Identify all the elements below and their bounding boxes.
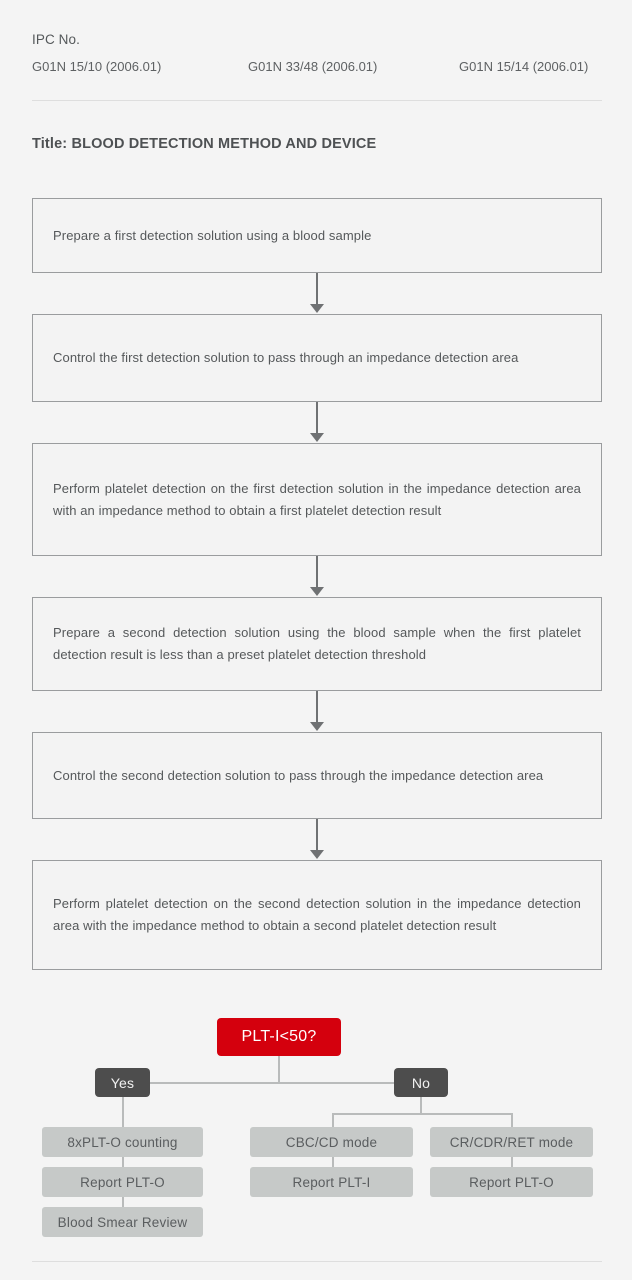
- tree-connector-bus: [122, 1082, 422, 1084]
- tree-connector-no-left: [332, 1113, 334, 1127]
- ipc-code-3: G01N 15/14 (2006.01): [459, 59, 589, 74]
- footer-divider: [32, 1261, 602, 1262]
- flow-arrow-4: [32, 691, 602, 732]
- tree-connector-yes: [122, 1097, 124, 1127]
- decision-node-root-label: PLT-I<50?: [241, 1028, 317, 1045]
- ipc-code-2: G01N 33/48 (2006.01): [248, 59, 378, 74]
- tree-connector-root: [278, 1056, 280, 1083]
- ipc-code-1: G01N 15/10 (2006.01): [32, 59, 162, 74]
- arrow-head-icon: [310, 722, 324, 731]
- tree-connector-yes-1-2: [122, 1157, 124, 1168]
- arrow-stem: [316, 402, 318, 435]
- arrow-stem: [316, 819, 318, 852]
- flow-step-2-text: Control the first detection solution to …: [53, 350, 519, 365]
- header-divider: [32, 100, 602, 101]
- decision-node-root[interactable]: PLT-I<50?: [217, 1018, 341, 1056]
- result-node-no-right-2-label: Report PLT-O: [469, 1174, 554, 1190]
- ipc-label: IPC No.: [32, 32, 80, 47]
- branch-node-yes-label: Yes: [110, 1074, 135, 1091]
- result-node-no-right-1[interactable]: CR/CDR/RET mode: [430, 1127, 593, 1157]
- tree-connector-no-right: [511, 1113, 513, 1127]
- flow-step-5-text: Control the second detection solution to…: [53, 767, 544, 783]
- result-node-yes-1-label: 8xPLT-O counting: [67, 1134, 178, 1150]
- tree-connector-no-right-1-2: [511, 1157, 513, 1168]
- result-node-yes-3-label: Blood Smear Review: [57, 1214, 188, 1230]
- decision-tree: PLT-I<50? Yes No 8xPLT-O counting Report…: [0, 1005, 632, 1255]
- flow-step-1-text: Prepare a first detection solution using…: [53, 227, 372, 243]
- tree-connector-no-bus: [332, 1113, 512, 1115]
- flow-arrow-2: [32, 402, 602, 443]
- result-node-no-right-2[interactable]: Report PLT-O: [430, 1167, 593, 1197]
- flow-step-3: Perform platelet detection on the first …: [32, 443, 602, 556]
- flow-step-2: Control the first detection solution to …: [32, 314, 602, 402]
- result-node-no-left-2[interactable]: Report PLT-I: [250, 1167, 413, 1197]
- result-node-no-left-1[interactable]: CBC/CD mode: [250, 1127, 413, 1157]
- tree-connector-yes-2-3: [122, 1197, 124, 1208]
- arrow-head-icon: [310, 433, 324, 442]
- result-node-yes-2[interactable]: Report PLT-O: [42, 1167, 203, 1197]
- ipc-header: IPC No. G01N 15/10 (2006.01) G01N 33/48 …: [32, 32, 602, 77]
- result-node-no-right-1-label: CR/CDR/RET mode: [449, 1134, 574, 1150]
- tree-connector-no: [420, 1097, 422, 1114]
- process-flowchart: Prepare a first detection solution using…: [32, 198, 602, 970]
- flow-arrow-5: [32, 819, 602, 860]
- flow-step-3-text: Perform platelet detection on the first …: [53, 480, 581, 518]
- flow-step-4-text: Prepare a second detection solution usin…: [53, 625, 581, 662]
- tree-connector-no-left-1-2: [332, 1157, 334, 1168]
- flow-arrow-3: [32, 556, 602, 597]
- flow-arrow-1: [32, 273, 602, 314]
- branch-node-yes[interactable]: Yes: [95, 1068, 150, 1097]
- arrow-head-icon: [310, 304, 324, 313]
- result-node-yes-3[interactable]: Blood Smear Review: [42, 1207, 203, 1237]
- result-node-no-left-1-label: CBC/CD mode: [285, 1134, 378, 1150]
- flow-step-5: Control the second detection solution to…: [32, 732, 602, 819]
- result-node-no-left-2-label: Report PLT-I: [292, 1174, 371, 1190]
- flow-step-1: Prepare a first detection solution using…: [32, 198, 602, 273]
- arrow-stem: [316, 273, 318, 306]
- branch-node-no-label: No: [411, 1074, 431, 1091]
- flow-step-6-text: Perform platelet detection on the second…: [53, 896, 581, 933]
- result-node-yes-2-label: Report PLT-O: [80, 1174, 165, 1190]
- arrow-stem: [316, 556, 318, 589]
- arrow-head-icon: [310, 850, 324, 859]
- flow-step-4: Prepare a second detection solution usin…: [32, 597, 602, 691]
- branch-node-no[interactable]: No: [394, 1068, 448, 1097]
- flow-step-6: Perform platelet detection on the second…: [32, 860, 602, 970]
- result-node-yes-1[interactable]: 8xPLT-O counting: [42, 1127, 203, 1157]
- page-title: Title: BLOOD DETECTION METHOD AND DEVICE: [32, 136, 377, 152]
- arrow-head-icon: [310, 587, 324, 596]
- ipc-code-row: G01N 15/10 (2006.01) G01N 33/48 (2006.01…: [32, 59, 602, 77]
- arrow-stem: [316, 691, 318, 724]
